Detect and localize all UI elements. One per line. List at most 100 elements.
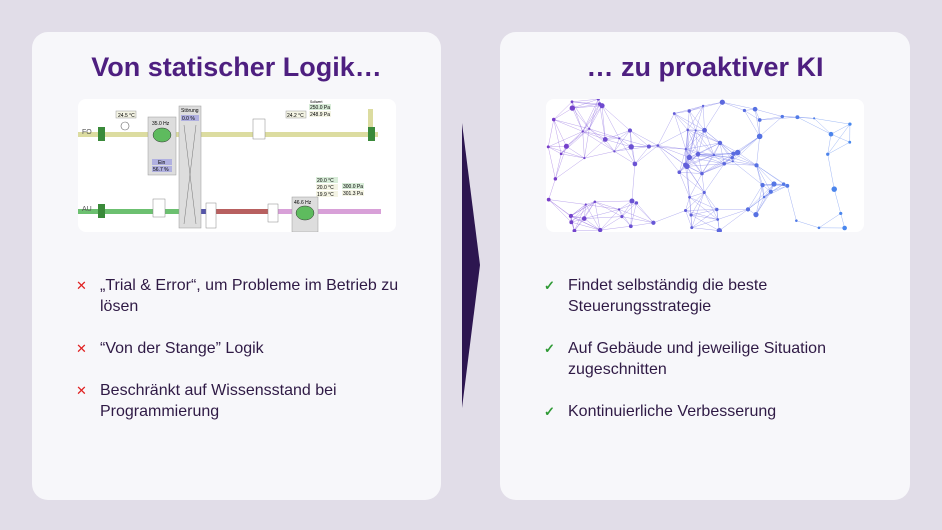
network-node bbox=[842, 225, 847, 231]
network-node bbox=[584, 203, 587, 206]
network-node bbox=[742, 108, 747, 113]
network-node bbox=[795, 219, 798, 222]
svg-text:20.0 °C: 20.0 °C bbox=[317, 185, 334, 191]
network-node bbox=[848, 122, 852, 126]
network-node bbox=[563, 143, 569, 149]
list-item: ✓Auf Gebäude und jeweilige Situation zug… bbox=[544, 340, 826, 378]
network-node bbox=[716, 218, 720, 221]
check-icon: ✓ bbox=[544, 278, 555, 293]
network-node bbox=[694, 129, 697, 132]
network-node bbox=[677, 170, 682, 175]
network-node bbox=[717, 140, 723, 146]
list-item: ✕Beschränkt auf Wissensstand bei Program… bbox=[76, 382, 337, 420]
network-node bbox=[826, 152, 830, 156]
svg-text:35.0 Hz: 35.0 Hz bbox=[152, 121, 170, 127]
network-node bbox=[546, 145, 550, 149]
svg-text:Sollwert: Sollwert bbox=[310, 100, 322, 104]
network-node bbox=[760, 182, 765, 188]
network-node bbox=[745, 207, 751, 212]
network-node bbox=[752, 106, 758, 112]
network-node bbox=[757, 118, 762, 122]
drawbacks-list: ✕„Trial & Error“, um Probleme im Betrieb… bbox=[76, 275, 416, 443]
svg-text:46.6 Hz: 46.6 Hz bbox=[294, 200, 312, 206]
svg-text:Störung: Störung bbox=[181, 108, 199, 114]
network-node bbox=[781, 182, 786, 186]
network-node bbox=[817, 226, 821, 230]
network-node bbox=[553, 177, 558, 181]
network-node bbox=[613, 150, 616, 153]
svg-text:24.2 °C: 24.2 °C bbox=[287, 113, 304, 119]
svg-text:AU: AU bbox=[82, 206, 92, 213]
network-node bbox=[632, 161, 638, 167]
network-node bbox=[702, 127, 707, 133]
svg-text:301.3 Pa: 301.3 Pa bbox=[343, 191, 363, 197]
check-icon: ✓ bbox=[544, 404, 555, 419]
network-node bbox=[831, 186, 837, 192]
svg-text:19.9 °C: 19.9 °C bbox=[317, 192, 334, 198]
svg-text:24.5 °C: 24.5 °C bbox=[118, 113, 135, 119]
network-node bbox=[813, 117, 816, 120]
network-node bbox=[754, 163, 759, 168]
network-node bbox=[701, 104, 705, 108]
network-node bbox=[569, 220, 574, 225]
cross-icon: ✕ bbox=[76, 278, 87, 293]
network-node bbox=[646, 144, 651, 149]
network-node bbox=[684, 148, 687, 151]
network-node bbox=[583, 156, 586, 160]
network-node bbox=[618, 137, 621, 140]
network-node bbox=[651, 220, 656, 225]
network-node bbox=[688, 195, 691, 199]
network-node bbox=[617, 208, 621, 211]
network-node bbox=[629, 198, 635, 204]
network-node bbox=[602, 136, 608, 142]
network-node bbox=[848, 140, 852, 144]
network-node bbox=[828, 131, 834, 137]
network-node bbox=[628, 224, 633, 229]
network-node bbox=[568, 214, 573, 218]
network-node bbox=[686, 154, 692, 161]
network-node bbox=[768, 189, 773, 194]
network-node bbox=[581, 130, 584, 133]
network-node bbox=[712, 153, 716, 157]
list-item: ✓Findet selbständig die beste Steuerungs… bbox=[544, 277, 768, 315]
network-node bbox=[686, 128, 689, 132]
check-icon: ✓ bbox=[544, 341, 555, 356]
network-node bbox=[596, 99, 600, 101]
svg-text:FO: FO bbox=[82, 129, 92, 136]
network-node bbox=[559, 152, 563, 156]
static-logic-panel: Von statischer Logik… FO AU 24.5 °C 35.0… bbox=[32, 32, 441, 500]
network-node bbox=[569, 105, 576, 111]
network-node bbox=[656, 144, 660, 147]
chevron-arrow-icon bbox=[462, 123, 480, 408]
network-node bbox=[715, 207, 719, 212]
svg-text:0.0 %: 0.0 % bbox=[182, 116, 195, 122]
network-node bbox=[756, 133, 763, 140]
cross-icon: ✕ bbox=[76, 341, 87, 356]
cross-icon: ✕ bbox=[76, 383, 87, 398]
network-node bbox=[593, 200, 597, 204]
network-node bbox=[687, 109, 691, 113]
left-title: Von statischer Logik… bbox=[91, 52, 382, 82]
network-node bbox=[753, 212, 759, 218]
network-node bbox=[628, 144, 634, 150]
network-node bbox=[551, 117, 556, 122]
svg-text:Ein: Ein bbox=[158, 160, 165, 166]
network-node bbox=[634, 201, 639, 205]
network-node bbox=[762, 195, 766, 199]
network-node bbox=[689, 213, 693, 217]
network-node bbox=[690, 226, 694, 230]
network-node bbox=[730, 155, 734, 160]
network-node bbox=[731, 160, 734, 163]
network-node bbox=[620, 215, 624, 219]
network-node bbox=[597, 227, 603, 232]
list-item: ✕„Trial & Error“, um Probleme im Betrieb… bbox=[76, 277, 399, 315]
network-node bbox=[684, 208, 688, 213]
network-node bbox=[716, 228, 722, 232]
network-node bbox=[771, 181, 777, 187]
list-item: ✓Kontinuierliche Verbesserung bbox=[544, 403, 777, 420]
network-node bbox=[546, 197, 551, 202]
benefits-list: ✓Findet selbständig die beste Steuerungs… bbox=[544, 275, 884, 443]
list-item: ✕“Von der Stange” Logik bbox=[76, 340, 264, 357]
network-node bbox=[695, 151, 701, 157]
network-node bbox=[795, 115, 800, 120]
